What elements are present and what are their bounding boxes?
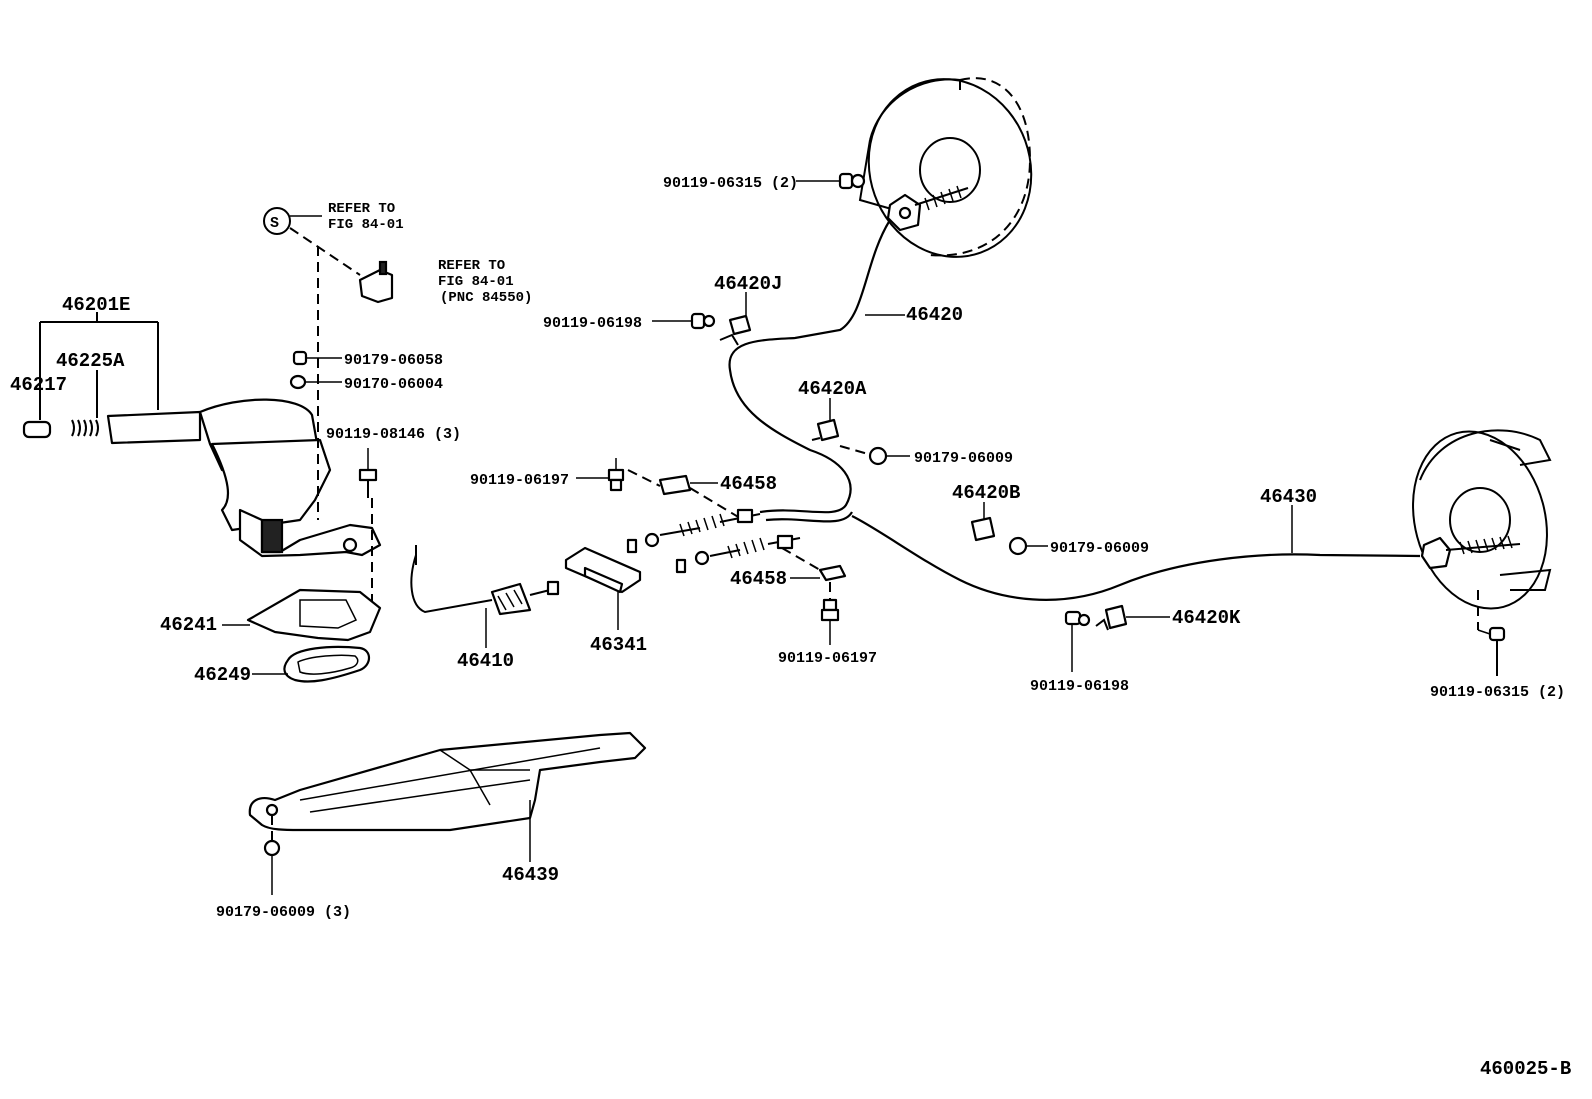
bolt-90119-08146	[358, 448, 378, 610]
label-46458-lower: 46458	[730, 568, 787, 590]
label-90119-06315-lower: 90119-06315 (2)	[1430, 684, 1565, 701]
switch-part-84550	[358, 260, 394, 304]
label-46241: 46241	[160, 614, 217, 636]
refer-note-2-line1: REFER TO	[438, 258, 505, 274]
bolt-90119-06315-lower	[1477, 626, 1506, 676]
label-90179-06009-bottom: 90179-06009 (3)	[216, 904, 351, 921]
label-46410: 46410	[457, 650, 514, 672]
label-46217: 46217	[10, 374, 67, 396]
label-90119-06197-lower: 90119-06197	[778, 650, 877, 667]
label-90179-06009-mid: 90179-06009	[914, 450, 1013, 467]
clip-46458-lower	[781, 547, 847, 582]
boot-46249	[252, 645, 371, 683]
release-button-46217	[22, 420, 52, 439]
label-46341: 46341	[590, 634, 647, 656]
label-46458-upper: 46458	[720, 473, 777, 495]
rod-end-lower	[675, 534, 801, 574]
rear-cable-46420	[728, 207, 905, 523]
clip-46458-upper	[658, 474, 741, 519]
refer-note-1-line1: REFER TO	[328, 201, 395, 217]
nut-90179-06009-bottom	[263, 815, 281, 895]
rod-end-upper	[626, 508, 761, 554]
nut-90179-06009-mid	[839, 445, 910, 466]
label-46439: 46439	[502, 864, 559, 886]
rear-cable-46430	[851, 505, 1421, 601]
s-symbol: S	[270, 215, 279, 232]
label-90119-06315-upper: 90119-06315 (2)	[663, 175, 798, 192]
bolt-90119-06198-upper	[652, 312, 716, 330]
label-90170-06004: 90170-06004	[344, 376, 443, 393]
front-cable-46410	[410, 545, 560, 648]
label-90119-06198-lower: 90119-06198	[1030, 678, 1129, 695]
label-46201E: 46201E	[62, 294, 130, 316]
label-46420B: 46420B	[952, 482, 1020, 504]
label-46225A: 46225A	[56, 350, 125, 372]
label-90179-06058: 90179-06058	[344, 352, 443, 369]
lever-assembly-bracket-lines	[39, 312, 159, 420]
refer-note-1-line2: FIG 84-01	[328, 217, 404, 233]
label-90179-06009-right: 90179-06009	[1050, 540, 1149, 557]
label-46420J: 46420J	[714, 273, 782, 295]
refer-note-2-line3: (PNC 84550)	[440, 290, 532, 306]
label-46249: 46249	[194, 664, 251, 686]
brake-drum-lower	[1412, 429, 1552, 630]
brake-drum-upper	[858, 77, 1033, 258]
lever-46201E	[106, 398, 382, 558]
figure-code: 460025-B	[1480, 1058, 1571, 1080]
label-46420A: 46420A	[798, 378, 867, 400]
nut-90179-06058	[292, 350, 342, 366]
label-46420K: 46420K	[1172, 607, 1241, 629]
clamp-46420J	[719, 292, 752, 346]
cover-plate-46241	[222, 588, 382, 642]
spring-46225A	[71, 419, 99, 437]
bolt-90119-06197-lower	[820, 582, 840, 645]
label-46430: 46430	[1260, 486, 1317, 508]
washer-90170-06004	[289, 374, 342, 390]
bolt-90119-06197-upper	[576, 458, 661, 492]
equalizer-46341	[564, 546, 642, 630]
bolt-90119-06198-lower	[1064, 610, 1091, 672]
clamp-46420K	[1095, 604, 1170, 631]
label-46420: 46420	[906, 304, 963, 326]
label-90119-08146: 90119-08146 (3)	[326, 426, 461, 443]
clamp-46420B	[970, 502, 996, 542]
label-90119-06198-upper: 90119-06198	[543, 315, 642, 332]
label-90119-06197-upper: 90119-06197	[470, 472, 569, 489]
nut-90179-06009-right	[1008, 536, 1048, 556]
heat-shield-46439	[248, 731, 647, 862]
s-symbol-group: S	[263, 207, 361, 520]
clamp-46420A	[811, 398, 840, 442]
refer-note-2-line2: FIG 84-01	[438, 274, 514, 290]
bolt-90119-06315-upper	[796, 172, 866, 190]
